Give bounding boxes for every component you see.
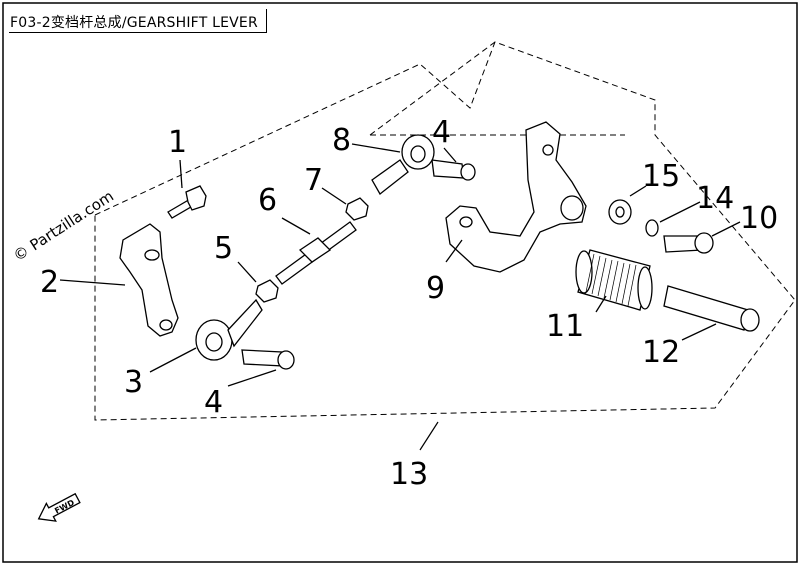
callout-2: 2 bbox=[40, 265, 59, 300]
part-8-rod-end bbox=[351, 134, 435, 195]
callout-11: 11 bbox=[546, 309, 584, 344]
callout-14: 14 bbox=[696, 181, 734, 216]
part-1-bolt bbox=[167, 159, 207, 219]
callout-13: 13 bbox=[390, 457, 428, 492]
part-5-nut bbox=[237, 261, 279, 303]
part-9-lever-arm bbox=[445, 121, 587, 273]
callout-8: 8 bbox=[332, 123, 351, 158]
part-12-peg-shaft bbox=[663, 285, 760, 341]
callout-6: 6 bbox=[258, 183, 277, 218]
leader-13 bbox=[419, 421, 439, 451]
callout-9: 9 bbox=[426, 271, 445, 306]
callout-numbers: 1 2 3 4 4 5 6 7 8 9 10 11 12 13 14 15 bbox=[40, 115, 778, 492]
part-2-shift-arm bbox=[59, 223, 179, 337]
part-4-bolt-lower bbox=[227, 349, 295, 387]
part-7-nut bbox=[321, 187, 369, 221]
callout-1: 1 bbox=[168, 125, 187, 160]
part-4-bolt-upper bbox=[431, 147, 476, 181]
part-11-foot-peg-rubber bbox=[575, 249, 653, 313]
assembly-boundary bbox=[94, 41, 796, 421]
callout-10: 10 bbox=[740, 201, 778, 236]
callout-7: 7 bbox=[304, 163, 323, 198]
callout-15: 15 bbox=[642, 159, 680, 194]
callout-4-lower: 4 bbox=[204, 385, 223, 420]
callout-4-upper: 4 bbox=[432, 115, 451, 150]
part-15-washer bbox=[608, 185, 647, 225]
callout-3: 3 bbox=[124, 365, 143, 400]
callout-12: 12 bbox=[642, 335, 680, 370]
title-box bbox=[9, 9, 267, 33]
part-10-bolt bbox=[663, 221, 741, 254]
part-3-rod-end bbox=[149, 298, 263, 373]
part-14-washer bbox=[645, 201, 701, 237]
part-6-rod bbox=[275, 217, 357, 285]
fwd-arrow-icon: FWD bbox=[37, 492, 81, 522]
callout-5: 5 bbox=[214, 231, 233, 266]
page-title: F03-2变档杆总成/GEARSHIFT LEVER bbox=[10, 15, 258, 31]
